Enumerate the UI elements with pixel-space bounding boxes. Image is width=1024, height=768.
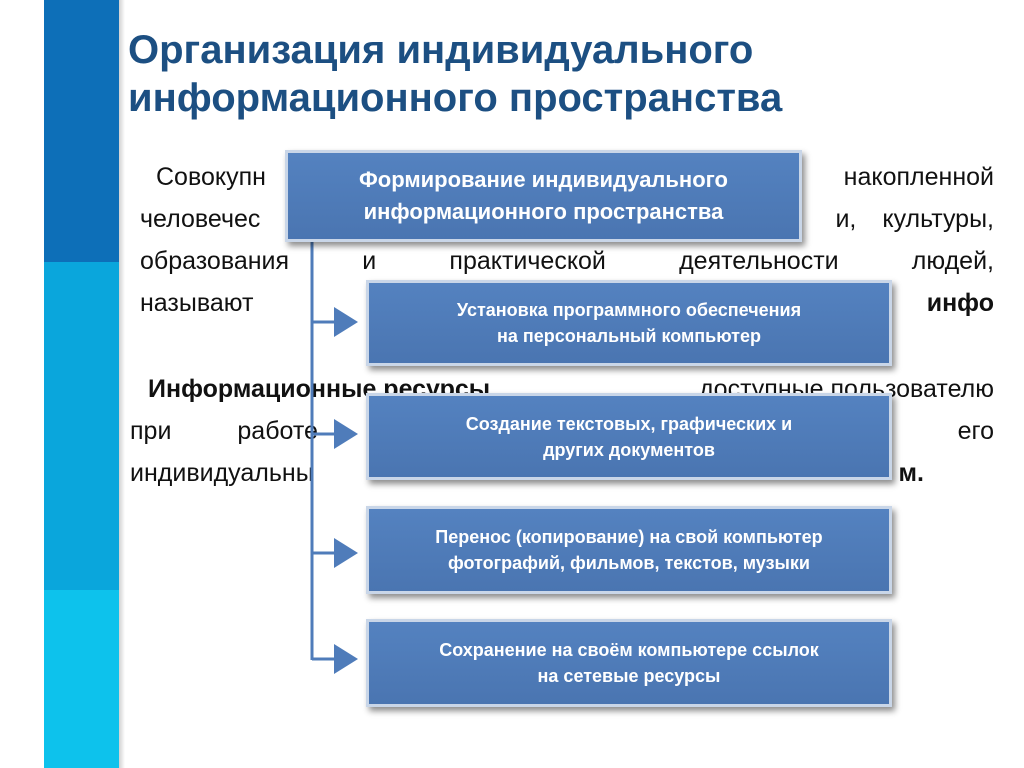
item-box-copy-media: Перенос (копирование) на свой компьютер … [366, 506, 892, 594]
item-4-line-1: Сохранение на своём компьютере ссылок [439, 640, 819, 660]
paragraph1-line-4-plain: называют [140, 289, 254, 317]
paragraph1-line-2-mid: и, [835, 205, 857, 233]
item-3-line-1: Перенос (копирование) на свой компьютер [435, 527, 823, 547]
item-1-line-1: Установка программного обеспечения [456, 300, 802, 320]
item-box-create-documents: Создание текстовых, графических и других… [366, 393, 892, 480]
main-concept-line-1: Формирование индивидуального [359, 167, 728, 192]
item-box-install-software: Установка программного обеспечения на пе… [366, 280, 892, 366]
resources-paragraph: Информационные ресурсы , доступные польз… [130, 368, 994, 494]
paragraph2-line-2-word-3: его [957, 417, 994, 445]
paragraph1-line-4-bold: инфо [926, 289, 994, 317]
paragraph1-line-1: Совокупн накопленной [140, 156, 994, 198]
paragraph1-line-3-word-3: практической [449, 247, 606, 275]
side-bar-middle [44, 262, 119, 590]
paragraph1-line-3-word-4: деятельности [679, 247, 839, 275]
paragraph1-line-3-word-5: людей, [911, 247, 994, 275]
main-concept-box: Формирование индивидуального информацион… [285, 150, 802, 242]
paragraph1-line-2: человечес и, культуры, [140, 198, 994, 240]
paragraph1-line-2-left: человечес [140, 205, 261, 233]
slide-title-line-1: Организация индивидуального [128, 28, 754, 72]
paragraph1-line-4: называют инфо [140, 282, 994, 324]
item-4-line-2: на сетевые ресурсы [537, 666, 721, 686]
paragraph2-line-3-right: м. [898, 459, 924, 487]
item-box-save-links: Сохранение на своём компьютере ссылок на… [366, 619, 892, 707]
main-concept-line-2: информационного пространства [363, 199, 724, 224]
side-bar-top [44, 0, 119, 262]
side-bar-shadow [119, 0, 125, 768]
slide-title: Организация индивидуального информационн… [128, 26, 1008, 122]
paragraph2-line-2-word-2: работе [237, 417, 318, 445]
paragraph1-line-1-right: накопленной [843, 163, 994, 191]
paragraph2-line-3-left: индивидуальны [130, 459, 314, 487]
paragraph2-line-3: индивидуальны м. [130, 452, 994, 494]
paragraph1-line-2-right: культуры, [882, 205, 994, 233]
item-2-line-2: других документов [543, 439, 715, 460]
definition-paragraph: Совокупн накопленной человечес и, культу… [140, 156, 994, 324]
paragraph1-line-3-word-2: и [362, 247, 377, 275]
paragraph2-line-2: при работе его [130, 410, 994, 452]
slide-title-line-2: информационного пространства [128, 76, 783, 120]
item-2-line-1: Создание текстовых, графических и [465, 413, 793, 434]
paragraph1-line-3: образования и практической деятельности … [140, 240, 994, 282]
paragraph1-line-3-word-1: образования [140, 247, 290, 275]
paragraph1-line-1-left: Совокупн [156, 163, 266, 191]
paragraph2-line-2-word-1: при [130, 417, 172, 445]
item-3-line-2: фотографий, фильмов, текстов, музыки [448, 553, 810, 573]
item-1-line-2: на персональный компьютер [497, 326, 761, 346]
side-bar-bottom [44, 590, 119, 768]
